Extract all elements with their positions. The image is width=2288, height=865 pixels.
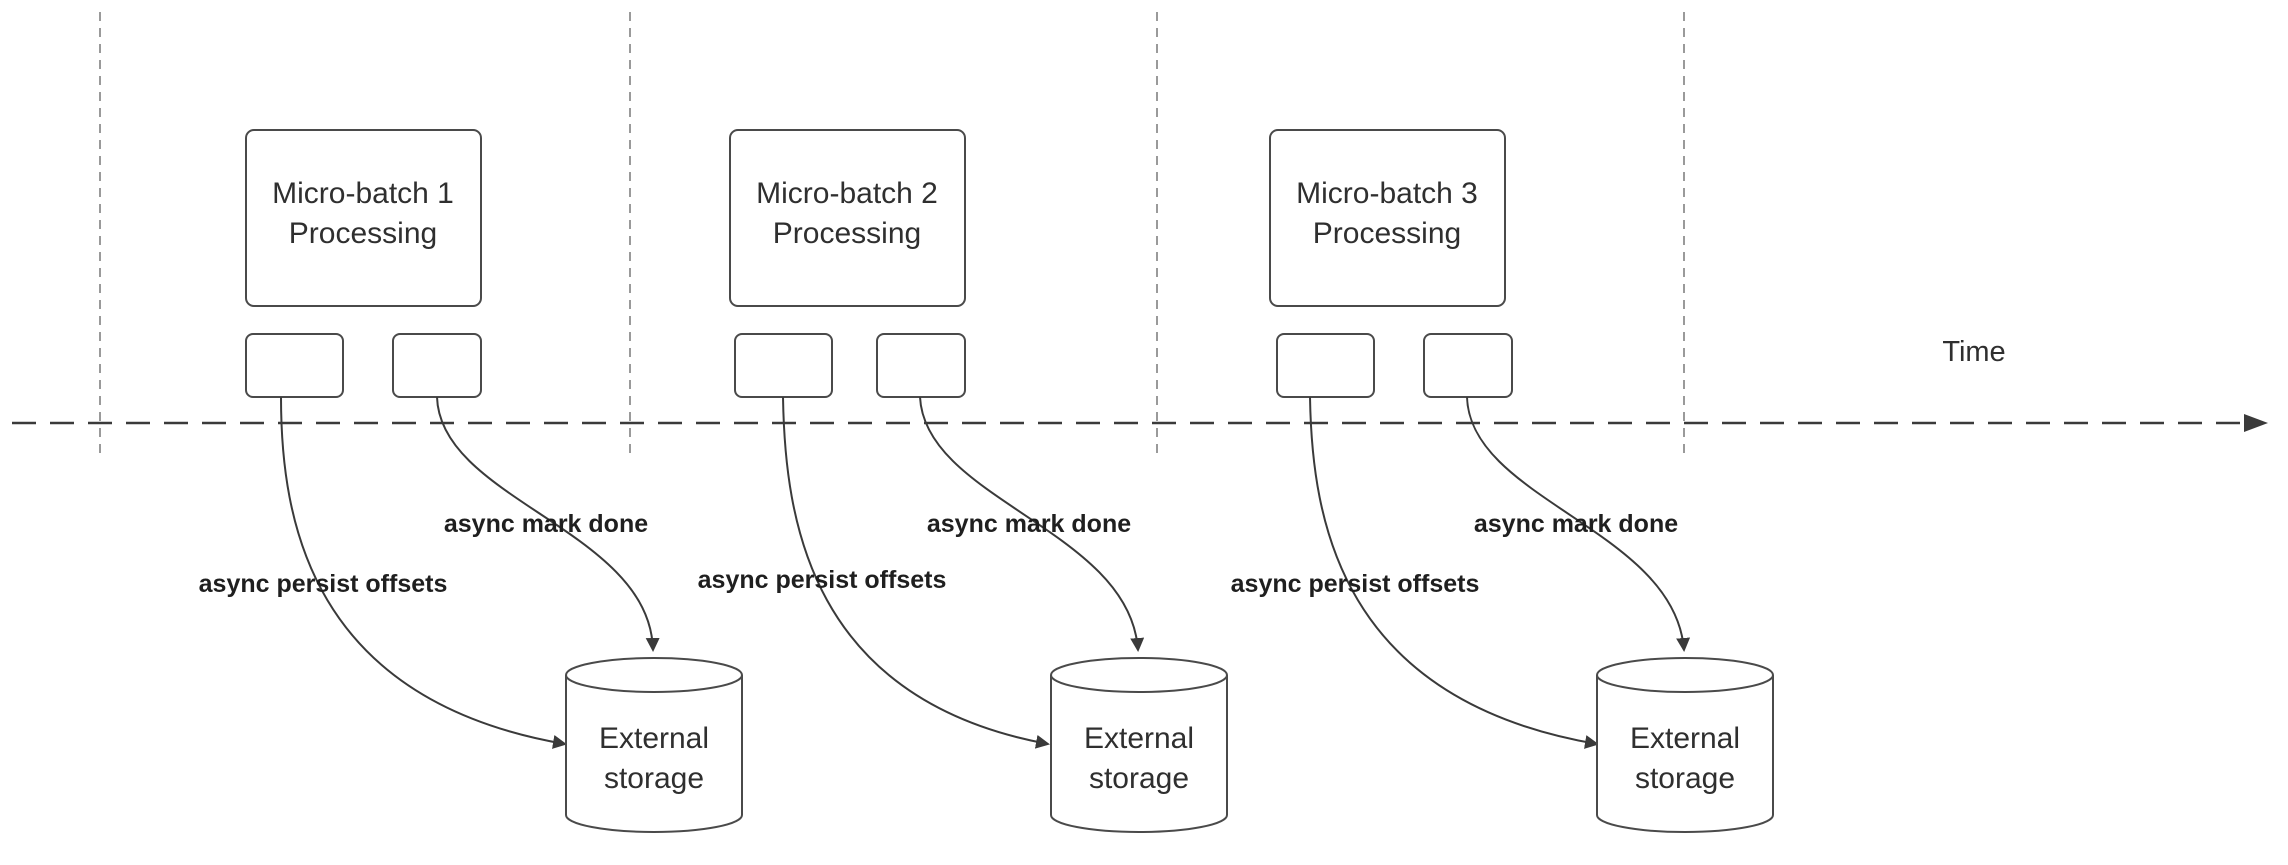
micro-batch-1-persist-edge: [280, 396, 567, 749]
micro-batch-2-done-edge: [919, 396, 1145, 652]
micro-batch-2-group: Micro-batch 2 Processing async persist o…: [698, 129, 1228, 833]
micro-batch-1-done-label: async mark done: [444, 510, 648, 538]
micro-batch-3-title: Micro-batch 3: [1296, 177, 1478, 210]
micro-batch-2-offsets-port: [734, 333, 833, 398]
micro-batch-3-done-port: [1423, 333, 1513, 398]
external-storage-3-label: External: [1630, 722, 1740, 755]
external-storage-2-label: External: [1084, 722, 1194, 755]
micro-batch-1-title: Micro-batch 1: [272, 177, 454, 210]
external-storage-2-label-2: storage: [1089, 762, 1189, 795]
micro-batch-2-processing-box: [729, 129, 966, 307]
micro-batch-3-persist-label: async persist offsets: [1231, 570, 1480, 598]
micro-batch-3-done-label: async mark done: [1474, 510, 1678, 538]
micro-batch-1-group: Micro-batch 1 Processing async persist o…: [199, 129, 743, 833]
micro-batch-3-done-edge: [1466, 396, 1691, 652]
micro-batch-1-offsets-port: [245, 333, 344, 398]
external-storage-1-top: [565, 657, 743, 693]
micro-batch-3-offsets-port: [1276, 333, 1375, 398]
micro-batch-2-done-label: async mark done: [927, 510, 1131, 538]
external-storage-2-body: [1050, 675, 1228, 833]
external-storage-1-body: [565, 675, 743, 833]
micro-batch-1-done-port: [392, 333, 482, 398]
external-storage-1-label-2: storage: [604, 762, 704, 795]
micro-batch-3-persist-edge: [1309, 396, 1599, 749]
micro-batch-2-title: Micro-batch 2: [756, 177, 938, 210]
micro-batch-3-group: Micro-batch 3 Processing async persist o…: [1231, 129, 1774, 833]
micro-batch-2-persist-label: async persist offsets: [698, 566, 947, 594]
time-axis-arrowhead: [2244, 414, 2268, 432]
micro-batch-3-subtitle: Processing: [1313, 217, 1461, 250]
micro-batch-3-processing-box: [1269, 129, 1506, 307]
micro-batch-1-persist-label: async persist offsets: [199, 570, 448, 598]
micro-batch-2-done-port: [876, 333, 966, 398]
external-storage-2-top: [1050, 657, 1228, 693]
external-storage-1-label: External: [599, 722, 709, 755]
external-storage-3-label-2: storage: [1635, 762, 1735, 795]
micro-batch-2-subtitle: Processing: [773, 217, 921, 250]
micro-batch-1-done-edge: [436, 396, 660, 652]
external-storage-3-top: [1596, 657, 1774, 693]
time-label: Time: [1942, 336, 2005, 368]
micro-batch-1-subtitle: Processing: [289, 217, 437, 250]
micro-batch-1-processing-box: [245, 129, 482, 307]
micro-batch-2-persist-edge: [782, 396, 1050, 749]
external-storage-3-body: [1596, 675, 1774, 833]
